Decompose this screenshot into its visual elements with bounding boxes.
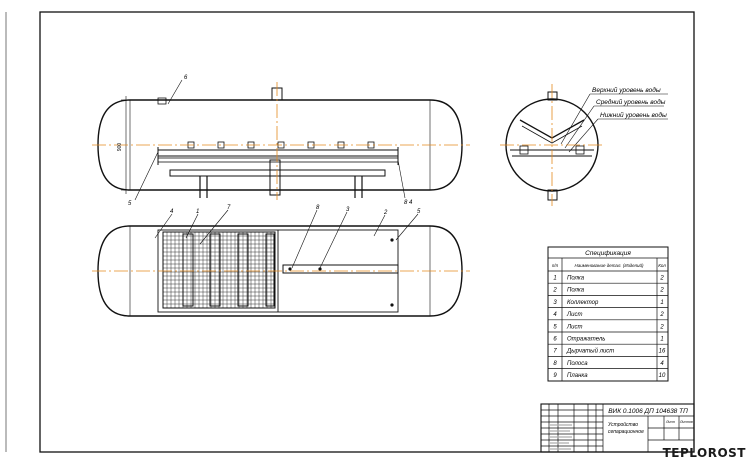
drawing-frame: [39, 11, 695, 453]
spec-row-name: Отражатель: [567, 337, 605, 343]
callout-8-front: 8: [404, 200, 408, 206]
spec-row-qty: 2: [659, 312, 664, 318]
spec-row-name: Лист: [566, 312, 582, 318]
perforated-sheet-grid: [162, 231, 276, 309]
spec-row-name: Коллектор: [567, 300, 599, 306]
spec-row-qty: 4: [660, 361, 664, 367]
spec-row-name: Планка: [567, 373, 588, 379]
level-label-bottom: Нижний уровень воды: [600, 111, 667, 119]
spec-row-qty: 2: [659, 276, 664, 282]
spec-header-no: п/п: [552, 263, 559, 268]
spec-row-name: Дырчатый лист: [566, 348, 614, 355]
level-label-top: Верхний уровень воды: [592, 86, 661, 94]
title-block: [540, 403, 695, 453]
title-block-scribbles: [550, 424, 572, 450]
spec-row-qty: 10: [659, 373, 666, 379]
callout-5-plan: 5: [417, 209, 421, 215]
callout-4: 4: [170, 209, 174, 215]
title-code: ВИК 0.1006 ДП 104638 ТП: [608, 408, 688, 415]
spec-row-qty: 1: [660, 300, 663, 306]
spec-row-no: 3: [553, 300, 557, 306]
callout-4-front: 4: [409, 200, 413, 206]
spec-row-no: 4: [553, 312, 557, 318]
spec-row-qty: 1: [660, 337, 663, 343]
spec-row-no: 6: [553, 337, 557, 343]
callout-8: 8: [316, 205, 320, 211]
spec-row-name: Лист: [566, 324, 582, 330]
spec-row-qty: 2: [659, 288, 664, 294]
callout-7: 7: [227, 205, 231, 211]
spec-row-no: 1: [553, 276, 556, 282]
callout-5: 5: [128, 201, 132, 207]
level-label-middle: Средний уровень воды: [596, 98, 666, 106]
spec-table: [547, 246, 669, 382]
callout-2: 2: [383, 210, 388, 216]
spec-header-qty: Кол: [658, 263, 666, 268]
title-name-2: сепарационное: [608, 429, 644, 435]
spec-row-no: 2: [552, 288, 557, 294]
spec-row-qty: 2: [659, 324, 664, 330]
spec-title: Спецификация: [585, 250, 631, 257]
spec-row-qty: 16: [659, 349, 666, 355]
spec-row-name: Полка: [567, 288, 585, 294]
dimension-text: 900: [117, 143, 123, 152]
callout-1: 1: [196, 209, 199, 215]
spec-row-name: Полка: [567, 276, 585, 282]
spec-row-no: 9: [553, 373, 557, 379]
callout-3: 3: [346, 207, 350, 213]
title-name-1: Устройство: [608, 421, 638, 428]
title-sheets: Листов: [679, 420, 693, 424]
watermark: TEPLOROST: [662, 446, 746, 460]
spec-header-name: Наименование детал. (Изделий): [574, 262, 644, 268]
callout-6: 6: [184, 75, 188, 81]
title-sheet: Лист: [665, 420, 675, 424]
spec-row-name: Полоса: [567, 361, 588, 367]
spec-row-no: 7: [553, 349, 557, 355]
spec-row-no: 8: [553, 361, 557, 367]
spec-row-no: 5: [553, 324, 557, 330]
